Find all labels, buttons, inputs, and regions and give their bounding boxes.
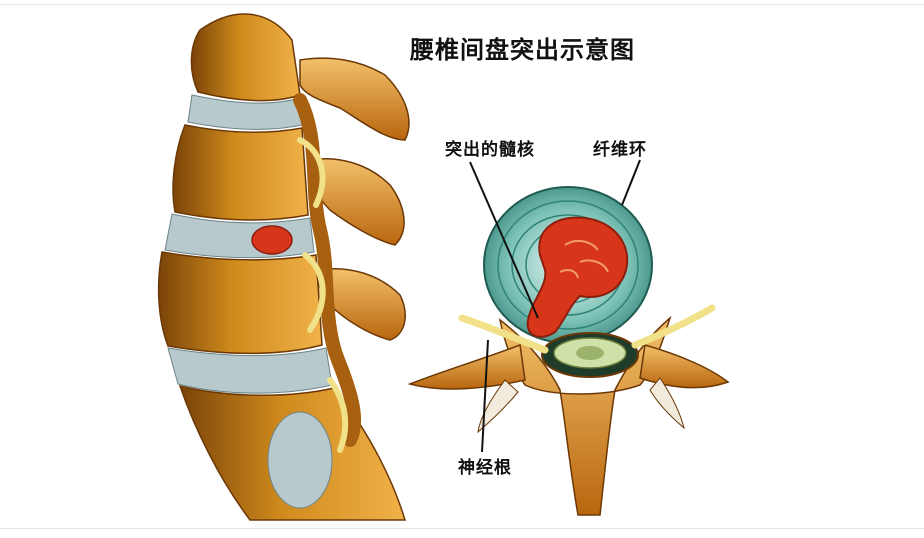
label-nerve-root: 神经根 [458,458,512,478]
transverse-process-right [639,344,730,389]
nerve-root-left [458,314,549,354]
vertebra-top [190,13,301,102]
leader-nerve-root [481,339,489,453]
sacral-disc [267,411,333,509]
nerve-root-right [631,304,716,349]
facet-column [293,93,362,447]
diagram-title: 腰椎间盘突出示意图 [410,36,635,64]
nerve-root-1 [297,137,326,208]
facet-left [477,379,519,434]
vertebra-2 [172,124,309,221]
bottom-divider [0,528,924,529]
cord-detail [576,346,604,360]
top-divider [0,4,924,5]
spinous-process-1 [299,57,410,141]
lateral-spine [157,13,410,521]
nerve-root-3 [327,377,349,453]
label-herniated-nucleus: 突出的髓核 [445,140,535,160]
transverse-process-left [407,343,526,390]
nucleus-texture [559,239,609,279]
annulus-ring-1 [497,200,639,330]
leader-nucleus [469,161,539,319]
facet-right [649,377,685,430]
disc-3 [167,347,333,394]
vertebral-arch [498,315,672,516]
vertebra-3 [157,251,323,355]
label-annulus-fibrosus: 纤维环 [593,140,647,160]
leader-annulus [621,159,641,206]
nerve-root-2 [302,252,326,333]
cross-section [407,186,730,516]
herniation-bulge [251,225,293,255]
